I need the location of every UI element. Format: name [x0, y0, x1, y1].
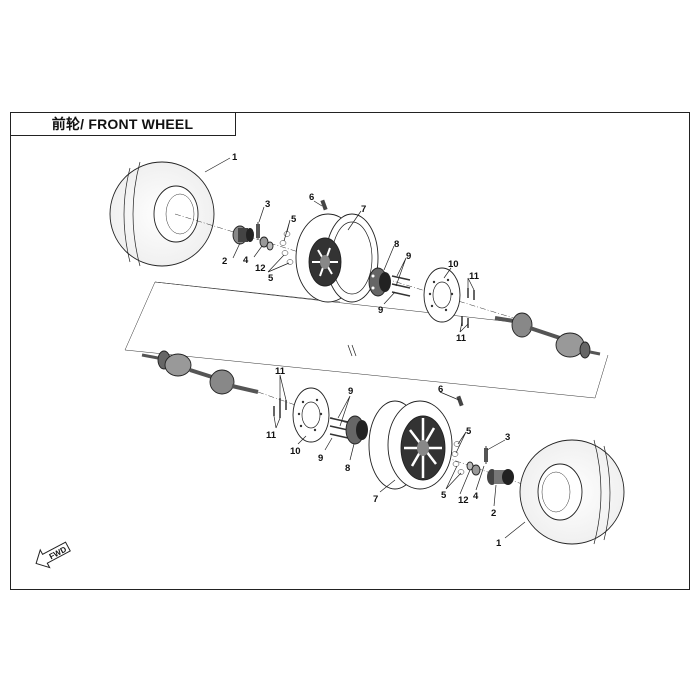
callout-3-upper: 3 [265, 199, 270, 210]
cap-lower [487, 469, 514, 485]
callout-11-upper-b: 11 [456, 333, 467, 344]
axle-break-mark [347, 344, 357, 357]
rim-lower [368, 400, 453, 490]
drive-shaft-lower [141, 350, 259, 395]
brake-disc-upper [423, 267, 461, 323]
callout-1-upper: 1 [232, 152, 238, 163]
tire-upper [109, 161, 215, 267]
callout-12-lower: 12 [458, 495, 469, 506]
nut-lower [466, 446, 488, 476]
screws-lower [273, 398, 287, 418]
callout-5-upper-a: 5 [291, 214, 297, 225]
callout-6-upper: 6 [309, 192, 314, 203]
hub-upper [368, 267, 391, 297]
hub-lower [345, 415, 368, 445]
callout-5-upper-b: 5 [268, 273, 274, 284]
rim-upper [295, 213, 379, 303]
callout-5-lower-a: 5 [466, 426, 472, 437]
callout-8-upper: 8 [394, 239, 399, 250]
callout-7-upper: 7 [361, 204, 366, 215]
callout-12-upper: 12 [255, 263, 266, 274]
callout-11-upper-a: 11 [469, 271, 480, 282]
bolts-upper [391, 275, 411, 297]
callout-9-lower-a: 9 [348, 386, 353, 397]
callout-4-lower: 4 [473, 491, 479, 502]
lug-nuts-lower [451, 441, 465, 475]
brake-disc-lower [292, 387, 330, 443]
cap-upper [232, 225, 254, 245]
callout-3-lower: 3 [505, 432, 510, 443]
drive-shaft-upper [494, 312, 601, 359]
lug-nuts-upper [279, 231, 294, 265]
callout-10-lower: 10 [290, 446, 301, 457]
nut-upper [256, 222, 274, 251]
page-title: 前轮/ FRONT WHEEL [51, 115, 194, 132]
callout-4-upper: 4 [243, 255, 249, 266]
callout-5-lower-b: 5 [441, 490, 447, 501]
callout-11-lower-a: 11 [275, 366, 286, 377]
callout-11-lower-b: 11 [266, 430, 277, 441]
screws-upper [461, 288, 475, 328]
callout-2-lower: 2 [491, 508, 496, 519]
tire-lower [519, 439, 625, 545]
leader-lines [204, 157, 526, 539]
valve-lower [456, 395, 464, 407]
callout-6-lower: 6 [438, 384, 443, 395]
bolts-lower [329, 417, 349, 439]
title-box: 前轮/ FRONT WHEEL [10, 112, 236, 136]
callout-8-lower: 8 [345, 463, 350, 474]
callout-9-lower-b: 9 [318, 453, 323, 464]
callout-10-upper: 10 [448, 259, 459, 270]
callout-1-lower: 1 [496, 538, 502, 549]
valve-upper [320, 199, 328, 211]
callout-9-upper-b: 9 [378, 305, 383, 316]
callouts: 1 2 3 4 5 12 5 6 7 8 9 9 10 11 11 11 11 … [222, 152, 510, 549]
callout-9-upper-a: 9 [406, 251, 411, 262]
fwd-arrow-icon: FWD [35, 541, 71, 569]
callout-2-upper: 2 [222, 256, 227, 267]
diagram-frame [10, 112, 690, 590]
axle-outline [124, 281, 609, 399]
callout-7-lower: 7 [373, 494, 378, 505]
